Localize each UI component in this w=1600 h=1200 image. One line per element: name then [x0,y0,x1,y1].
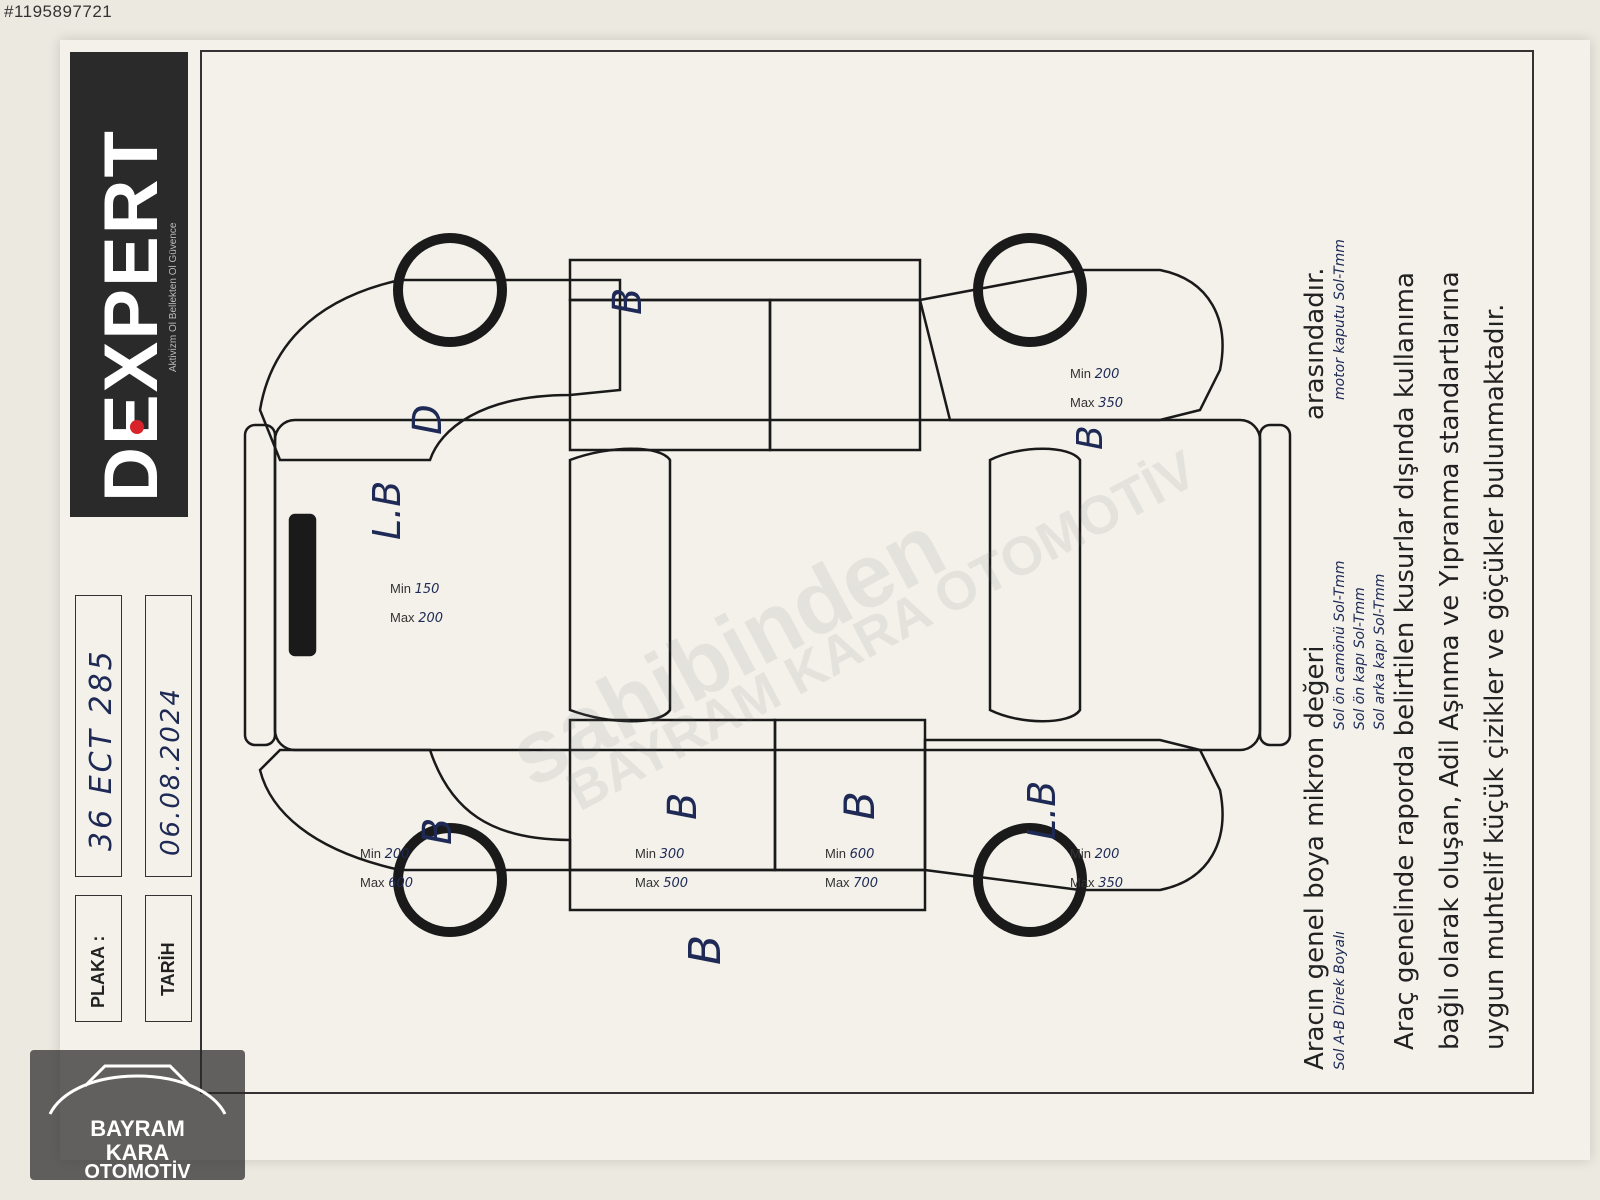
rear-left-door-min: 300 [659,847,685,862]
right-sill-outline [568,258,922,302]
trunk-letter: L.B [365,480,409,540]
logo-line-2: KARA [105,1140,170,1165]
date-label-box: TARİH [145,895,192,1022]
note-3: Sol ön kapı Sol-Tmm [1352,587,1368,730]
lower-left-sill-letter: B [680,934,731,965]
note-4: Sol arka kapı Sol-Tmm [1372,573,1388,730]
rear-bumper-letter: D [405,404,451,435]
max-label: Max [390,610,415,625]
front-left-door-max: 700 [853,876,879,891]
trunk-reading: Min 150 Max 200 [390,575,443,633]
plate-value-box: 36 ECT 285 [75,595,122,877]
max-label: Max [1070,395,1095,410]
date-label: TARİH [158,942,178,996]
note-2: Sol ön camönü Sol-Tmm [1332,560,1348,730]
rear-left-fender-max: 600 [388,876,414,891]
license-plate-rear [288,513,317,657]
front-left-door-min: 600 [849,847,875,862]
windshield-outline [988,447,1082,723]
min-label: Min [1070,846,1091,861]
brand-tagline: Aktivizm Ol Bellekten Ol Güvence [168,222,179,373]
wheel-rear-right [393,233,507,347]
front-left-fender-min: 200 [1094,847,1120,862]
max-label: Max [635,875,660,890]
disclaimer-line-3: uygun muhtelif küçük çizikler ve göçükle… [1480,303,1510,1050]
min-label: Min [825,846,846,861]
note-1: Sol A-B Direk Boyalı [1332,931,1348,1070]
front-right-fender-outline [918,268,1224,422]
dealer-logo-badge: BAYRAM KARA OTOMOTİV [30,1050,245,1183]
paint-suffix: arasındadır. [1300,267,1330,420]
min-label: Min [360,846,381,861]
max-label: Max [1070,875,1095,890]
left-sill-outline [568,868,927,912]
car-diagram [243,233,1292,937]
logo-line-1: BAYRAM [90,1116,185,1141]
front-left-fender-reading: Min 200 Max 350 [1070,840,1123,898]
inspection-sheet: DEXPERT Aktivizm Ol Bellekten Ol Güvence… [60,40,1590,1160]
paint-line-text: Aracın genel boya mikron değeri [1300,645,1330,1070]
brand-logo-block: DEXPERT Aktivizm Ol Bellekten Ol Güvence [70,52,188,517]
plate-value: 36 ECT 285 [84,648,119,851]
front-left-door-letter: B [835,791,884,820]
date-value: 06.08.2024 [156,687,186,856]
max-label: Max [360,875,385,890]
rear-left-door-reading: Min 300 Max 500 [635,840,688,898]
disclaimer-line-2: bağlı olarak oluşan, Adil Aşınma ve Yıpr… [1435,271,1465,1050]
rear-left-fender-reading: Min 200 Max 600 [360,840,413,898]
rear-window-outline [568,447,672,723]
rear-left-door-letter: B [660,792,706,820]
date-value-box: 06.08.2024 [145,595,192,877]
paint-line: Aracın genel boya mikron değeri [1300,646,1330,1070]
plate-label: PLAKA : [88,935,108,1008]
roof-letter: B [605,287,651,315]
min-label: Min [390,581,411,596]
rear-right-door-outline [568,298,772,452]
wheel-rear-left [393,823,507,937]
front-bumper-outline [1258,423,1292,747]
rear-bumper-outline [243,423,277,747]
min-label: Min [635,846,656,861]
disclaimer-line-1: Araç genelinde raporda belirtilen kusurl… [1390,272,1420,1050]
brand-name: DEXPERT [89,129,174,502]
rear-left-fender-letter: B [415,817,461,845]
trunk-min: 150 [414,582,440,597]
trunk-max: 200 [418,611,444,626]
front-right-fender-max: 350 [1098,396,1124,411]
front-left-fender-max: 350 [1098,876,1124,891]
wheel-front-right [973,233,1087,347]
front-right-fender-letter: B [1070,425,1111,450]
wheel-front-left [973,823,1087,937]
front-left-door-reading: Min 600 Max 700 [825,840,878,898]
diagram-frame [200,50,1534,1094]
rear-left-door-max: 500 [663,876,689,891]
listing-id: #1195897721 [4,2,113,21]
max-label: Max [825,875,850,890]
plate-label-box: PLAKA : [75,895,122,1022]
front-left-fender-outline [923,738,1224,892]
rear-right-fender-outline [258,278,622,462]
front-right-door-outline [768,298,922,452]
min-label: Min [1070,366,1091,381]
car-silhouette-icon [48,1064,227,1115]
front-left-fender-letter: L.B [1020,780,1064,840]
rear-left-fender-min: 200 [384,847,410,862]
logo-line-3: OTOMOTİV [84,1161,191,1183]
brand-dot [130,420,144,434]
front-right-fender-min: 200 [1094,367,1120,382]
front-right-fender-reading: Min 200 Max 350 [1070,360,1123,418]
note-5: motor kaputu Sol-Tmm [1332,239,1348,400]
